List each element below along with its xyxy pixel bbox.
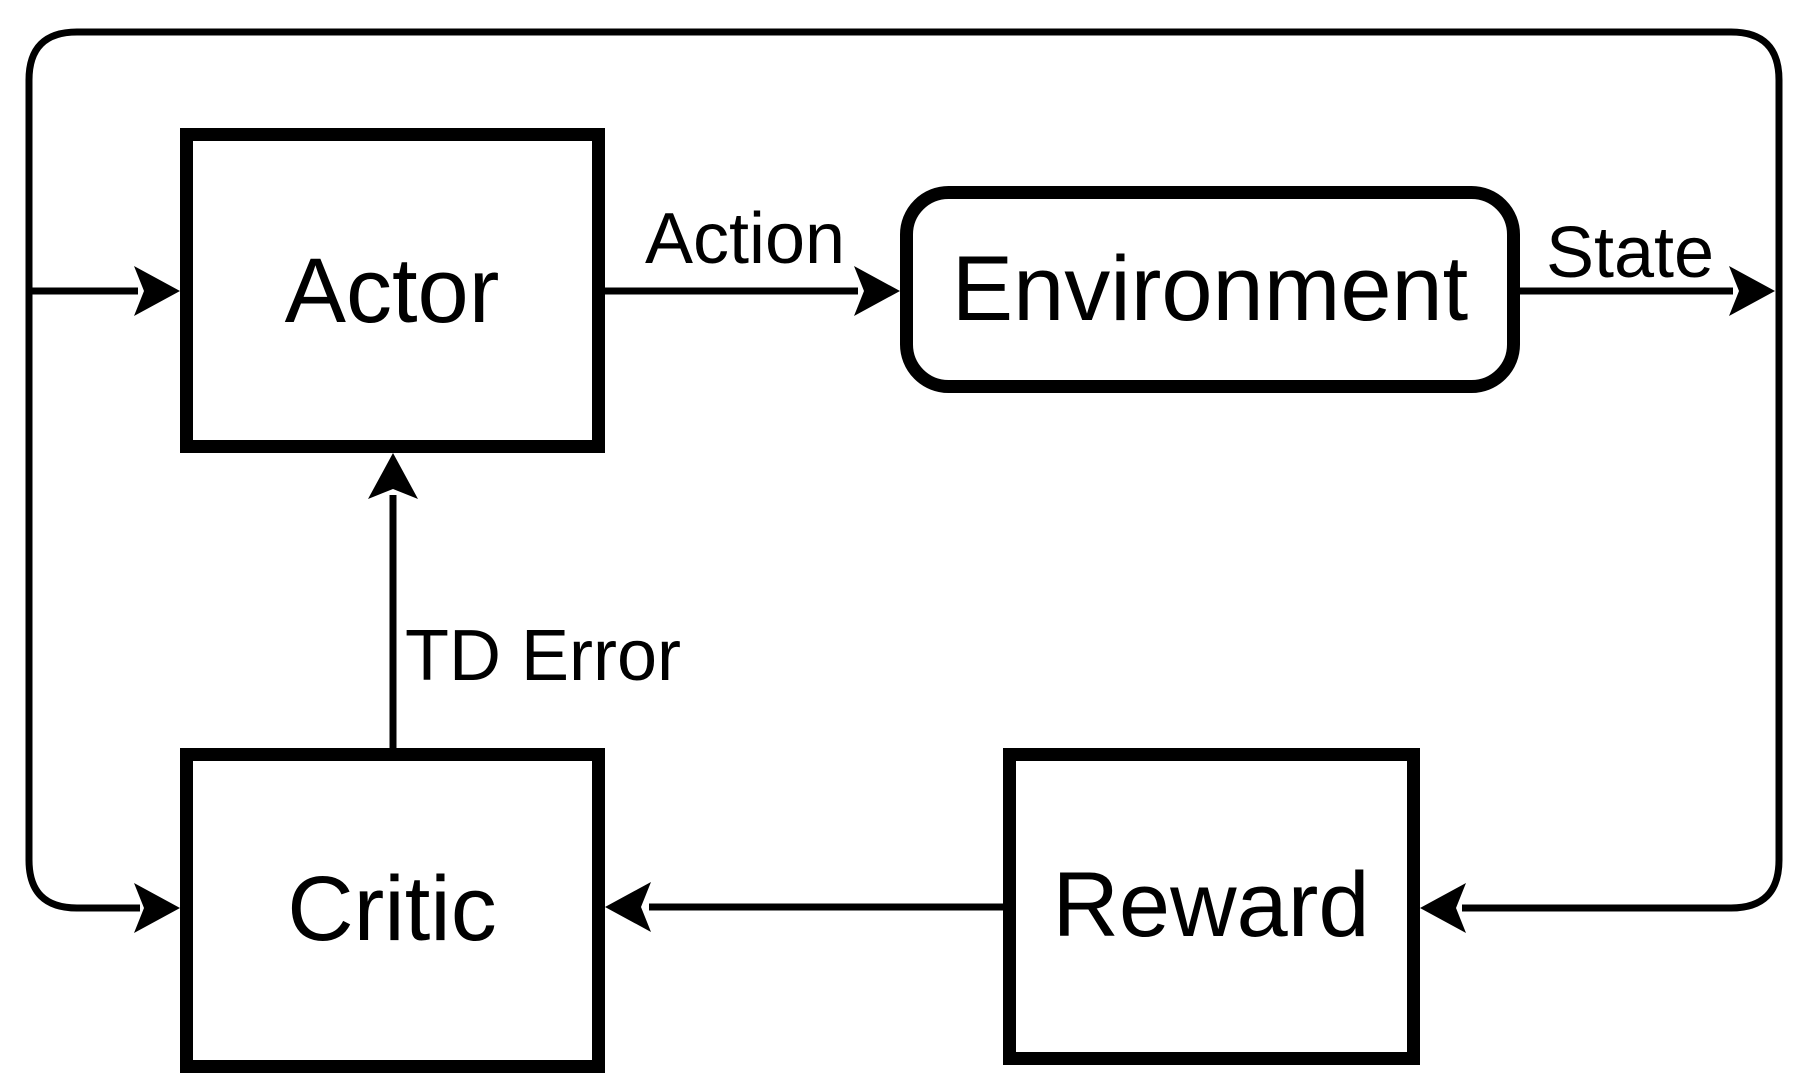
loop-to-reward-arrowhead-icon xyxy=(1420,883,1466,933)
action-arrowhead-icon xyxy=(854,266,900,316)
environment-node-label: Environment xyxy=(952,238,1468,340)
reward-to-critic-arrowhead-icon xyxy=(605,882,651,932)
reward-node xyxy=(1003,748,1420,1065)
loop-to-actor-arrowhead-icon xyxy=(134,266,180,316)
action-edge-label: Action xyxy=(645,199,845,279)
critic-node-label: Critic xyxy=(287,858,497,960)
td-error-edge-label: TD Error xyxy=(405,616,681,696)
state-arrowhead-icon xyxy=(1729,266,1775,316)
state-edge-label: State xyxy=(1546,213,1714,293)
loop-to-critic-arrowhead-icon xyxy=(134,883,180,933)
td-error-arrowhead-icon xyxy=(368,453,418,499)
critic-node xyxy=(180,748,605,1073)
actor-node-label: Actor xyxy=(285,240,500,342)
reward-node-label: Reward xyxy=(1052,854,1369,956)
actor-node xyxy=(180,128,605,453)
environment-node xyxy=(900,186,1520,393)
state-feedback-loop-path xyxy=(25,28,1783,912)
